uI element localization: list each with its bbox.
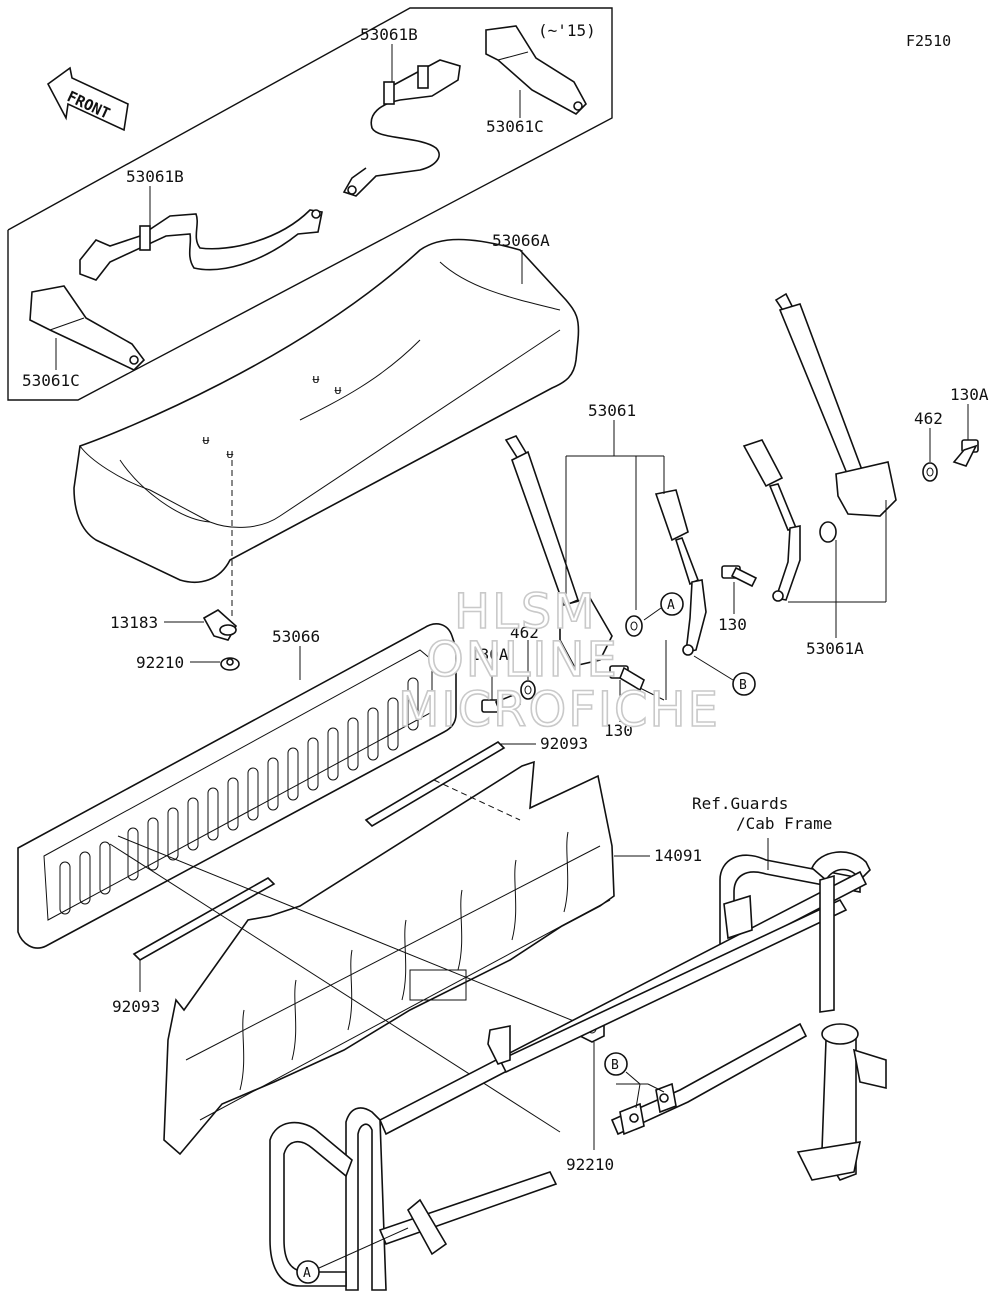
- cab-frame-guard-icon: [269, 851, 887, 1291]
- label-53066: 53066: [272, 627, 320, 646]
- clip-13183-icon: [202, 609, 238, 641]
- label-53061C-left: 53061C: [22, 371, 80, 390]
- bolt-130-right-icon: [721, 565, 758, 588]
- label-53066A: 53066A: [492, 231, 550, 250]
- back-panel-14091-icon: [163, 760, 615, 1156]
- bolt-130A-right-icon: [952, 439, 979, 467]
- watermark-line3: MICROFICHE: [398, 682, 720, 738]
- callout-a-lower-icon: A: [296, 1260, 320, 1284]
- seatbelt-buckle-53061-icon: [654, 489, 707, 656]
- callout-b-upper: B: [739, 678, 747, 693]
- label-92210-left: 92210: [136, 653, 184, 672]
- label-130-right: 130: [718, 615, 747, 634]
- bolt-130-mid-icon: [609, 665, 645, 692]
- belt-53061B-top-icon: [342, 59, 461, 197]
- bolt-130A-mid-icon: [481, 692, 522, 714]
- seatbelt-retractor-53061A-icon: [774, 292, 897, 543]
- washer-462-right-icon: [922, 462, 938, 482]
- callout-a-icon: A: [660, 592, 684, 616]
- label-130-mid: 130: [604, 721, 633, 740]
- ref-text-line2: /Cab Frame: [736, 814, 832, 833]
- washer-462-mid-icon: [520, 680, 536, 700]
- diagram-code: F2510: [906, 32, 951, 50]
- label-130A-mid: 130A: [470, 645, 509, 664]
- front-arrow-icon: FRONT: [46, 66, 129, 132]
- label-14091: 14091: [654, 846, 702, 865]
- panel-ribs: [239, 831, 569, 1091]
- label-13183: 13183: [110, 613, 158, 632]
- watermark-line1: HLSM: [454, 584, 597, 640]
- svg-text:ᵾ: ᵾ: [202, 433, 210, 448]
- label-53061B-left: 53061B: [126, 167, 184, 186]
- label-462-mid: 462: [510, 623, 539, 642]
- washer-mid-icon: [625, 615, 643, 637]
- svg-text:ᵾ: ᵾ: [312, 372, 320, 387]
- label-92210-bottom: 92210: [566, 1155, 614, 1174]
- label-53061: 53061: [588, 401, 636, 420]
- callout-b-icon: B: [732, 672, 756, 696]
- belt-53061B-left-icon: [79, 209, 323, 281]
- seatbelt-inset-frame: [7, 7, 613, 401]
- watermark: HLSM ONLINE MICROFICHE: [397, 583, 720, 739]
- label-53061B-top: 53061B: [360, 25, 418, 44]
- label-53061A: 53061A: [806, 639, 864, 658]
- label-53061C-top: 53061C: [486, 117, 544, 136]
- svg-text:ᵾ: ᵾ: [334, 383, 342, 398]
- ref-text-line1: Ref.Guards: [692, 794, 788, 813]
- label-462-right: 462: [914, 409, 943, 428]
- svg-text:ᵾ: ᵾ: [226, 447, 234, 462]
- watermark-line2: ONLINE: [426, 632, 619, 688]
- nut-92210-left-icon: [220, 657, 240, 671]
- callout-a-upper: A: [667, 598, 675, 613]
- callout-b-lower: B: [611, 1058, 619, 1073]
- seat-back-slots: [59, 677, 419, 915]
- seat-back-53066-icon: [17, 623, 457, 949]
- trim-strip-92093-top-icon: [364, 740, 506, 828]
- year-note: (~'15): [538, 21, 596, 40]
- label-130A-right: 130A: [950, 385, 989, 404]
- belt-53061C-left-icon: [29, 285, 146, 371]
- belt-53061C-top-icon: [485, 25, 587, 115]
- seat-cushion-53066A-icon: ᵾ ᵾ ᵾ ᵾ: [73, 238, 580, 583]
- label-92093-left: 92093: [112, 997, 160, 1016]
- callout-a-lower: A: [303, 1266, 311, 1281]
- label-92093-top: 92093: [540, 734, 588, 753]
- seatbelt-buckle-53061A-icon: [742, 439, 801, 602]
- callout-b-lower-icon: B: [604, 1052, 628, 1076]
- seatbelt-retractor-53061-icon: [504, 435, 613, 667]
- trim-strip-92093-left-icon: [132, 877, 276, 961]
